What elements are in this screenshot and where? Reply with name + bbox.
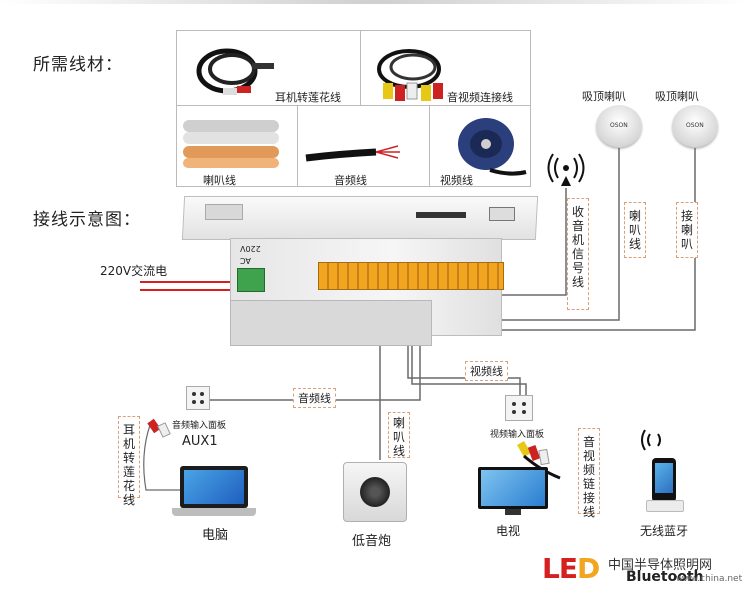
audio-cable-icon (305, 145, 400, 162)
video-cable-spool-icon (458, 118, 527, 176)
speaker-cable-label: 喇叭线 (203, 174, 236, 187)
speaker-terminal-block[interactable] (318, 262, 504, 290)
video-line-label: 视频线 (465, 361, 508, 381)
audio-line-label: 音频线 (293, 388, 336, 408)
panel-220v-label: 220V (240, 244, 261, 253)
led-logo: LED (542, 552, 600, 585)
video-cable-label: 视频线 (440, 174, 473, 187)
watermark-site: 中国半导体照明网 (608, 558, 713, 573)
av-link-vertical-label: 音视频链接线 (578, 428, 600, 519)
ceiling-speaker-left-icon (596, 105, 642, 147)
tv-screen (481, 470, 545, 506)
aux-label: AUX1 (182, 434, 218, 449)
subwoofer-label: 低音炮 (352, 534, 392, 549)
speaker-line-3-label: 喇叭线 (388, 412, 410, 458)
tv-label: 电视 (496, 524, 521, 538)
video-input-panel[interactable] (505, 395, 533, 421)
watermark-bluetooth: Bluetooth (626, 569, 704, 585)
speaker-line-2-label: 接喇叭 (676, 202, 698, 258)
control-unit-card-slot (416, 212, 466, 218)
materials-heading: 所需线材： (33, 55, 123, 75)
control-unit-front (230, 300, 432, 346)
material-audio-cable: 音频线 (297, 105, 430, 187)
ceiling-speaker-right-label: 吸顶喇叭 (655, 90, 699, 103)
ceiling-speaker-left-label: 吸顶喇叭 (582, 90, 626, 103)
power-label: 220V交流电 (100, 264, 168, 278)
wiring-heading: 接线示意图： (33, 210, 141, 230)
ceiling-speaker-left-brand: OSON (610, 122, 628, 129)
subwoofer-cone (360, 477, 390, 507)
control-unit-usb-port[interactable] (489, 207, 515, 221)
control-unit-slot (205, 204, 243, 220)
audio-panel-label: 音频输入面板 (172, 421, 227, 431)
audio-input-panel[interactable] (186, 386, 210, 410)
audio-jacks-icon (192, 392, 204, 404)
watermark-url: www.china.net (676, 574, 743, 584)
laptop-base (172, 508, 256, 516)
earphone-rca-label: 耳机转莲花线 (275, 91, 341, 104)
material-speaker-cable: 喇叭线 (176, 105, 298, 187)
bluetooth-label: 无线蓝牙 (640, 524, 689, 538)
earphone-rca-vertical-label: 耳机转莲花线 (118, 416, 140, 507)
video-panel-label: 视频输入面板 (490, 430, 545, 440)
audio-cable-label: 音频线 (334, 174, 367, 187)
phone-dock (646, 500, 684, 512)
speaker-line-1-label: 喇叭线 (624, 202, 646, 258)
panel-ac-label: AC (240, 256, 251, 265)
speaker-cable-icon (183, 120, 279, 168)
radio-signal-label: 收音机信号线 (567, 198, 589, 310)
video-jacks-icon (512, 402, 526, 414)
laptop-icon (180, 466, 248, 508)
tv-stand (505, 509, 521, 515)
material-earphone-rca: 耳机转莲花线 (176, 30, 361, 106)
phone-icon (652, 458, 676, 502)
av-cable-label: 音视频连接线 (447, 91, 513, 104)
pc-label: 电脑 (202, 528, 229, 543)
antenna-icon (547, 153, 585, 186)
power-terminal[interactable] (237, 268, 265, 292)
earphone-rca-cable-icon (196, 48, 274, 95)
subwoofer-icon (343, 462, 407, 522)
tv-icon (478, 467, 548, 509)
material-av-cable: 音视频连接线 (360, 30, 531, 106)
ceiling-speaker-right-brand: OSON (686, 122, 704, 129)
av-cable-icon (377, 49, 443, 101)
top-border (0, 0, 750, 4)
phone-screen (655, 463, 673, 493)
laptop-screen (184, 470, 244, 504)
ceiling-speaker-right-icon (672, 105, 718, 147)
material-video-cable: 视频线 (429, 105, 531, 187)
